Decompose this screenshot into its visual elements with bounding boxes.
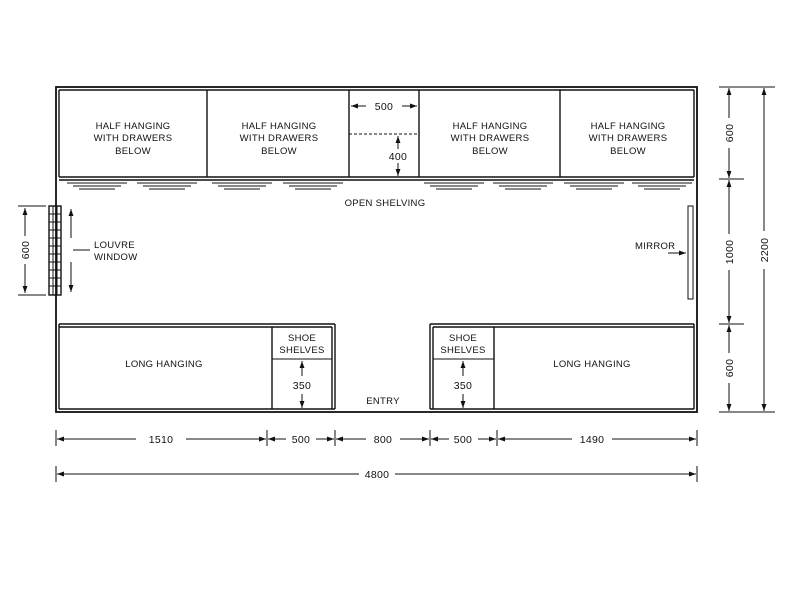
half-hanging-label-line1: HALF HANGING: [242, 121, 317, 132]
overall-height-value: 2200: [759, 238, 771, 263]
dim-bottom-4: 500: [454, 434, 472, 446]
shoe-depth-value: 350: [293, 380, 311, 392]
shoe-depth-value: 350: [454, 380, 472, 392]
half-hanging-label-line1: HALF HANGING: [453, 121, 528, 132]
half-hanging-label-line3: BELOW: [610, 146, 646, 157]
bottom-units: [58, 323, 695, 410]
top-gap-width-dimension: 500: [351, 101, 417, 113]
shoe-shelves-left: SHOE SHELVES 350: [279, 333, 324, 408]
half-hanging-label-line2: WITH DRAWERS: [589, 133, 668, 144]
long-hanging-label-left: LONG HANGING: [125, 359, 203, 370]
dim-bottom-2: 500: [292, 434, 310, 446]
window-height-inner-arrow: [68, 209, 90, 292]
dim-right-top: 600: [724, 124, 736, 142]
mirror-label: MIRROR: [635, 241, 675, 252]
half-hanging-label-line2: WITH DRAWERS: [240, 133, 319, 144]
half-hanging-label-line1: HALF HANGING: [96, 121, 171, 132]
bottom-dimension-chain: 1510 500 800 500 1490: [55, 430, 698, 446]
overall-width-dimension: 4800: [55, 466, 698, 482]
half-hanging-label-line3: BELOW: [261, 146, 297, 157]
half-hanging-label-line3: BELOW: [472, 146, 508, 157]
half-hanging-label-line2: WITH DRAWERS: [94, 133, 173, 144]
half-hanging-label-line3: BELOW: [115, 146, 151, 157]
shoe-label-line1: SHOE: [449, 333, 477, 344]
overall-width-value: 4800: [365, 469, 390, 481]
louvre-window: [48, 205, 62, 296]
shoe-label-line2: SHELVES: [440, 345, 485, 356]
window-height-dimension: 600: [18, 205, 46, 296]
open-shelving-label: OPEN SHELVING: [345, 198, 426, 209]
entry-label: ENTRY: [366, 396, 400, 407]
half-hanging-unit-1: HALF HANGING WITH DRAWERS BELOW: [94, 121, 173, 157]
louvre-label-line1: LOUVRE: [94, 240, 135, 251]
overall-height-dimension: 2200: [759, 88, 771, 411]
half-hanging-unit-2: HALF HANGING WITH DRAWERS BELOW: [240, 121, 319, 157]
shoe-label-line2: SHELVES: [279, 345, 324, 356]
outer-wall: [55, 86, 698, 413]
shoe-label-line1: SHOE: [288, 333, 316, 344]
dim-right-middle: 1000: [724, 240, 736, 265]
louvre-label-line2: WINDOW: [94, 252, 137, 263]
right-dimension-chain: 600 1000 600: [719, 86, 775, 413]
window-height-value: 600: [20, 241, 32, 259]
half-hanging-label-line1: HALF HANGING: [591, 121, 666, 132]
long-hanging-label-right: LONG HANGING: [553, 359, 631, 370]
shoe-shelves-right: SHOE SHELVES 350: [440, 333, 485, 408]
dim-bottom-1: 1510: [149, 434, 174, 446]
top-gap-depth-dimension: 400: [389, 136, 407, 176]
open-shelving-marks: [67, 182, 692, 190]
dim-right-bottom: 600: [724, 359, 736, 377]
dim-bottom-5: 1490: [580, 434, 605, 446]
mirror: [687, 205, 694, 300]
half-hanging-unit-3: HALF HANGING WITH DRAWERS BELOW: [451, 121, 530, 157]
top-units: [58, 89, 695, 181]
top-gap-width-value: 500: [375, 101, 393, 113]
top-gap-depth-value: 400: [389, 151, 407, 163]
dim-bottom-3: 800: [374, 434, 392, 446]
half-hanging-unit-4: HALF HANGING WITH DRAWERS BELOW: [589, 121, 668, 157]
half-hanging-label-line2: WITH DRAWERS: [451, 133, 530, 144]
